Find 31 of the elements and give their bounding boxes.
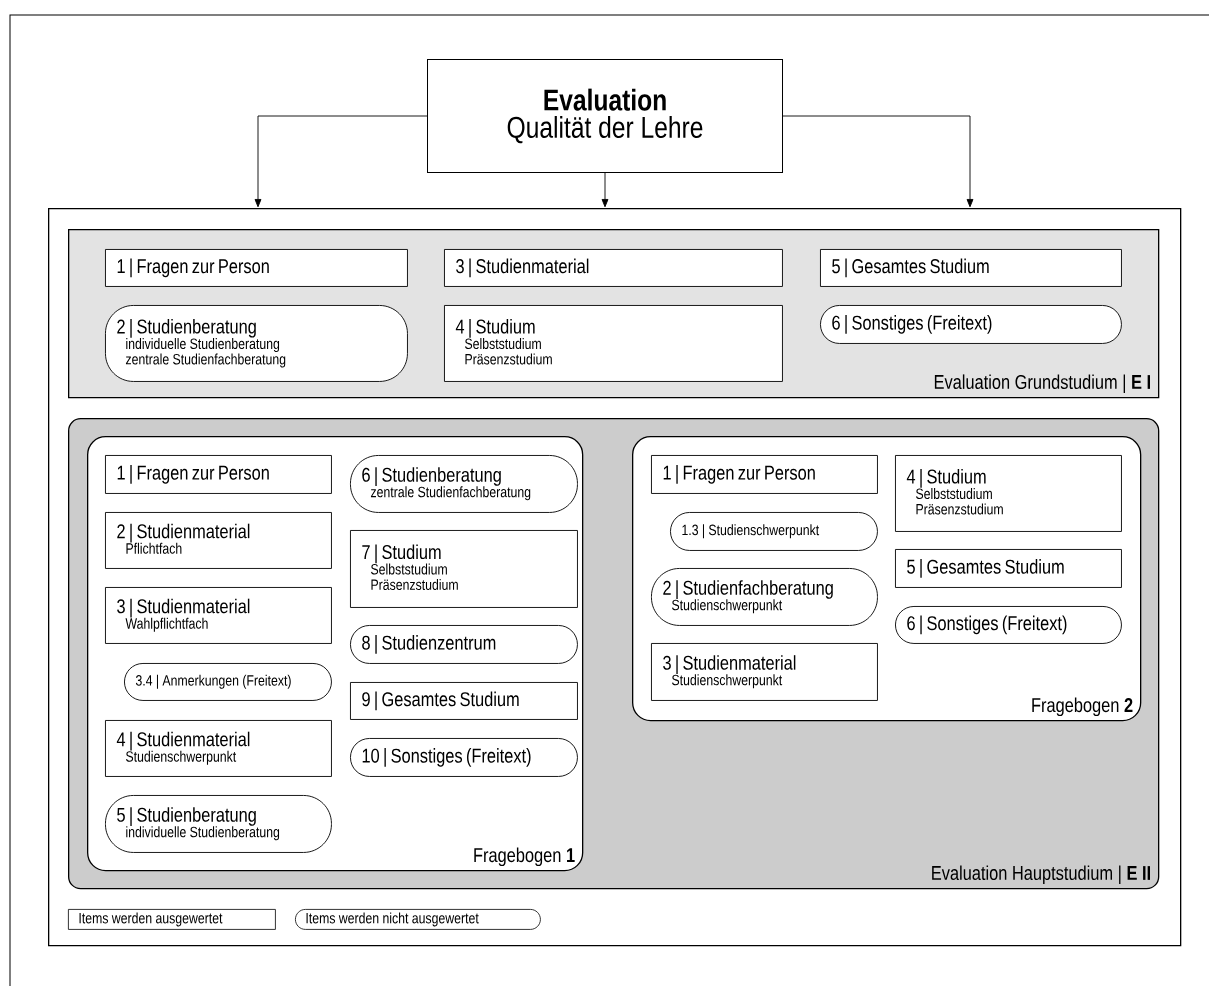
- item-pill: 2 | Studienberatung individuelle Studienberatung zentrale Studienfachberatung: [105, 305, 408, 382]
- frame-box: [48, 208, 1182, 947]
- item-box: 5 | Gesamtes Studium: [895, 549, 1122, 588]
- arrow: [601, 172, 609, 208]
- item-pill: 8 | Studienzentrum: [350, 625, 578, 664]
- item-box: 3 | Studienmaterial Wahlpflichtfach: [105, 587, 332, 644]
- item-pill: 3.4 | Anmerkungen (Freitext): [124, 663, 332, 701]
- item-box: 4 | Studienmaterial Studienschwerpunkt: [105, 720, 332, 777]
- item-box: 4 | Studium Selbststudium Präsenzstudium: [444, 305, 783, 382]
- item-pill: 5 | Studienberatung individuelle Studienberatung: [105, 795, 332, 853]
- arrow: [782, 115, 974, 208]
- legend-item: Items werden nicht ausgewertet: [295, 909, 541, 930]
- item-box: 1 | Fragen zur Person: [105, 249, 408, 287]
- title-box: Evaluation Qualität der Lehre: [427, 59, 783, 173]
- item-box: 1 | Fragen zur Person: [105, 455, 332, 494]
- item-box: 1 | Fragen zur Person: [651, 455, 878, 494]
- item-box: 7 | Studium Selbststudium Präsenzstudium: [350, 530, 578, 608]
- item-pill: 2 | Studienfachberatung Studienschwerpunkt: [651, 568, 878, 626]
- item-pill: 6 | Studienberatung zentrale Studienfachberatung: [350, 455, 578, 513]
- item-box: 9 | Gesamtes Studium: [350, 682, 578, 720]
- item-box: 4 | Studium Selbststudium Präsenzstudium: [895, 455, 1122, 532]
- item-box: 3 | Studienmaterial Studienschwerpunkt: [651, 643, 878, 701]
- item-pill: 6 | Sonstiges (Freitext): [895, 606, 1122, 644]
- item-pill: 6 | Sonstiges (Freitext): [820, 305, 1122, 344]
- legend-item: Items werden ausgewertet: [68, 909, 276, 930]
- arrow: [254, 115, 428, 208]
- item-pill: 10 | Sonstiges (Freitext): [350, 738, 578, 777]
- item-box: 5 | Gesamtes Studium: [820, 249, 1122, 287]
- item-pill: 1.3 | Studienschwerpunkt: [670, 512, 878, 551]
- item-box: 3 | Studienmaterial: [444, 249, 783, 287]
- item-box: 2 | Studienmaterial Pflichtfach: [105, 512, 332, 569]
